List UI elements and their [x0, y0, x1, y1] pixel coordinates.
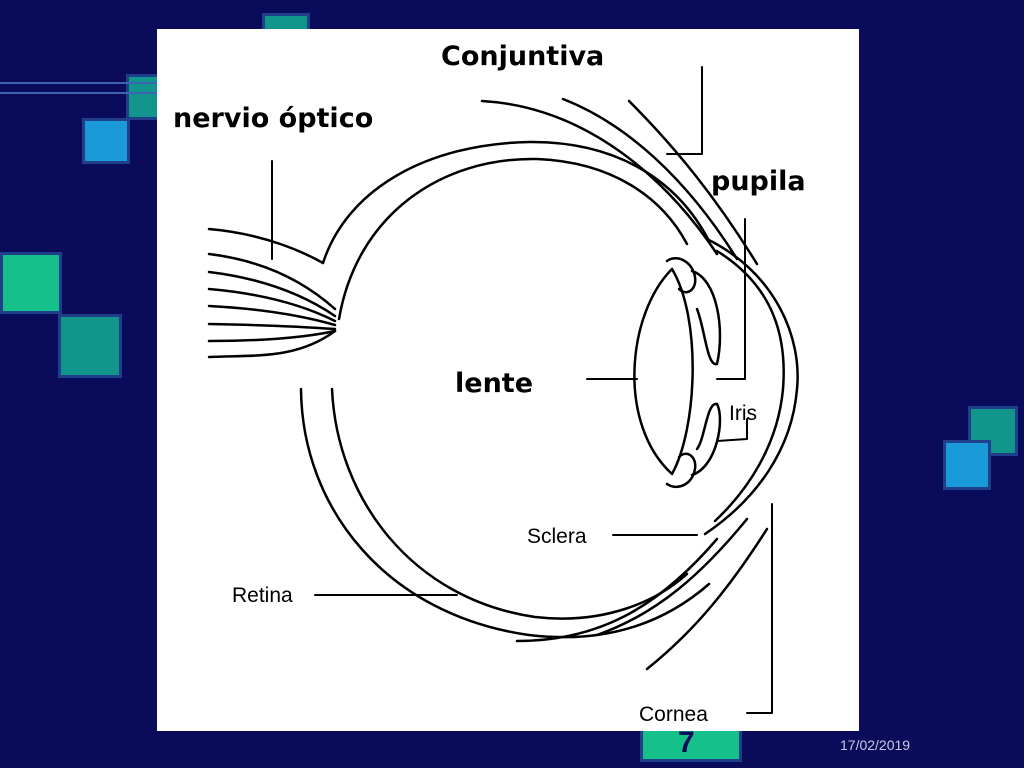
label-pupila: pupila	[711, 166, 806, 197]
sclera-outline	[299, 387, 711, 639]
leader-iris	[716, 418, 748, 442]
conjunctiva-outline	[595, 517, 749, 637]
choroid-outline	[337, 157, 689, 321]
lens-outline	[633, 267, 694, 476]
decor-line	[0, 82, 160, 84]
decor-square	[943, 440, 991, 490]
label-nervio-optico: nervio óptico	[173, 103, 373, 134]
cornea-outline	[713, 249, 785, 523]
decor-square	[82, 118, 130, 164]
decor-square	[58, 314, 122, 378]
retina-outline	[330, 387, 689, 620]
conjunctiva-outline	[480, 99, 719, 256]
leader-cornea	[746, 503, 773, 714]
slide-date: 17/02/2019	[840, 737, 911, 753]
ciliary-body	[665, 452, 697, 489]
label-sclera: Sclera	[527, 525, 587, 548]
decor-square	[0, 252, 62, 314]
label-retina: Retina	[232, 584, 293, 607]
decor-square	[968, 406, 1018, 456]
optic-nerve-fiber	[207, 322, 337, 331]
page-number: 7	[678, 726, 695, 759]
sclera-outline	[321, 140, 711, 265]
cornea-outline	[703, 237, 799, 536]
label-lente: lente	[455, 368, 533, 399]
ciliary-body	[665, 257, 697, 294]
leader-pupila	[716, 218, 746, 380]
eye-diagram: Conjuntiva nervio óptico pupila lente Ir…	[157, 29, 859, 731]
optic-nerve-fiber	[207, 252, 337, 311]
optic-nerve-fiber	[207, 329, 337, 343]
decor-line	[0, 92, 160, 94]
optic-nerve	[207, 329, 337, 359]
optic-nerve	[207, 227, 325, 265]
iris-outline	[690, 402, 722, 477]
conjunctiva-outline	[515, 537, 719, 643]
optic-nerve-fiber	[207, 270, 337, 318]
label-iris: Iris	[729, 402, 757, 425]
label-cornea: Cornea	[639, 703, 708, 726]
optic-nerve-fiber	[207, 304, 337, 327]
conjunctiva-outline	[645, 527, 769, 671]
leader-conjuntiva	[666, 66, 703, 155]
conjunctiva-outline	[627, 99, 759, 266]
conjunctiva-outline	[561, 97, 739, 261]
label-conjuntiva: Conjuntiva	[441, 41, 604, 72]
optic-nerve-fiber	[207, 287, 337, 323]
iris-outline	[690, 269, 722, 366]
